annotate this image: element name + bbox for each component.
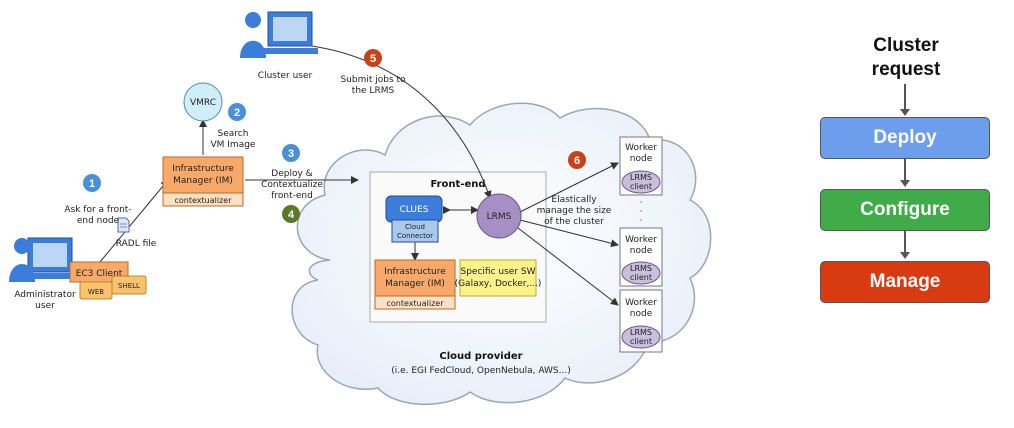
step-badge-5: 5	[364, 49, 382, 67]
cluster-user-computer-icon	[240, 11, 318, 58]
deploy-box: Deploy	[820, 117, 990, 159]
flow-arrow-2	[900, 159, 910, 187]
step-1-label-2: end node	[77, 216, 120, 226]
web-label: WEB	[88, 288, 104, 296]
worker-2-client-label-2: client	[630, 273, 652, 282]
shell-label: SHELL	[118, 282, 140, 290]
step-5-label-2: the LRMS	[352, 86, 395, 96]
im-box-top	[162, 156, 244, 194]
step-1-label-1: Ask for a front-	[64, 205, 131, 215]
worker-dots-1: ·	[640, 198, 643, 208]
admin-user-label-2: user	[35, 301, 55, 311]
arrow-user-to-lrms	[304, 44, 492, 199]
step-2-label-2: VM Image	[211, 140, 256, 150]
im-top-contextualizer-box	[162, 192, 244, 207]
worker-dots-3: ·	[640, 216, 643, 226]
clues-label: CLUES	[400, 205, 429, 215]
step-5-label-1: Submit jobs to	[340, 75, 406, 85]
flow-arrow-1	[900, 84, 910, 116]
specific-sw-box	[459, 259, 537, 297]
im-frontend-label-2: Manager (IM)	[385, 279, 445, 289]
worker-2-client-label-1: LRMS	[630, 264, 652, 273]
worker-dots-2: ·	[640, 207, 643, 217]
admin-user-label-1: Administrator	[14, 290, 76, 300]
im-box-frontend	[374, 259, 456, 297]
step-badge-3: 3	[282, 144, 300, 162]
worker-node-2: Worker node LRMS client	[619, 227, 663, 287]
svg-text:3: 3	[288, 148, 294, 160]
cloud-connector-box	[391, 219, 439, 243]
specific-sw-label-1: Specific user SW	[461, 267, 536, 277]
svg-text:4: 4	[288, 209, 295, 221]
step-badge-6: 6	[568, 151, 586, 169]
step-6-label-1: Elastically	[551, 195, 597, 205]
step-6-label-2: manage the size	[537, 206, 612, 216]
specific-sw-label-2: (Galaxy, Docker,...)	[455, 279, 542, 289]
im-top-label-1: Infrastructure	[172, 164, 234, 174]
cloud-provider-title: Cloud provider	[439, 351, 522, 362]
svg-text:5: 5	[370, 53, 376, 65]
cloud-provider-subtitle: (i.e. EGI FedCloud, OpenNebula, AWS...)	[391, 366, 571, 376]
worker-1-label-2: node	[630, 154, 653, 164]
worker-1-label-1: Worker	[625, 143, 657, 153]
svg-text:1: 1	[89, 178, 95, 190]
cluster-user-label: Cluster user	[258, 71, 313, 81]
ec3-client-label: EC3 Client	[76, 269, 123, 279]
worker-1-client-label-2: client	[630, 182, 652, 191]
worker-1-client-label-1: LRMS	[630, 173, 652, 182]
step-6-label-3: of the cluster	[544, 217, 604, 227]
im-frontend-contextualizer-label: contextualizer	[387, 299, 445, 308]
arrow-lrms-to-worker-1	[519, 162, 619, 213]
radl-file-label: RADL file	[116, 239, 157, 249]
worker-3-label-2: node	[630, 309, 653, 319]
cluster-request-title: Cluster request	[820, 34, 992, 82]
im-top-label-2: Manager (IM)	[173, 176, 233, 186]
manage-box: Manage	[820, 261, 990, 303]
vmrc-label: VMRC	[190, 98, 216, 108]
svg-text:6: 6	[574, 155, 580, 167]
arrow-lrms-to-worker-2	[519, 219, 619, 248]
worker-2-label-2: node	[630, 246, 653, 256]
step-3-label-1: Deploy &	[271, 169, 312, 179]
im-frontend-contextualizer-box	[374, 295, 456, 310]
admin-computer-icon	[9, 237, 78, 282]
svg-text:2: 2	[234, 107, 240, 119]
step-badge-2: 2	[228, 103, 246, 121]
worker-3-label-1: Worker	[625, 298, 657, 308]
cloud-connector-label-1: Cloud	[405, 223, 425, 231]
worker-3-client-label-1: LRMS	[630, 328, 652, 337]
flow-arrow-3	[900, 231, 910, 259]
radl-file-icon	[117, 217, 130, 233]
step-badge-1: 1	[83, 174, 101, 192]
cluster-request-title-line1: Cluster	[873, 35, 939, 56]
step-3-label-3: front-end	[271, 191, 313, 201]
im-frontend-label-1: Infrastructure	[384, 267, 446, 277]
step-2-label-1: Search	[218, 129, 249, 139]
worker-node-3: Worker node LRMS client	[619, 289, 663, 353]
shell-box	[111, 275, 147, 295]
cluster-request-title-line2: request	[871, 59, 941, 80]
arrow-ec3-to-im	[99, 179, 169, 263]
architecture-diagram: Front-end Cluster user Administrator use…	[9, 11, 712, 406]
cloud-connector-label-2: Connector	[397, 232, 433, 240]
front-end-label: Front-end	[430, 179, 485, 190]
lrms-node	[476, 193, 522, 239]
worker-2-label-1: Worker	[625, 235, 657, 245]
step-3-label-2: Contextualize	[261, 180, 323, 190]
im-top-contextualizer-label: contextualizer	[175, 196, 233, 205]
worker-3-client-label-2: client	[630, 337, 652, 346]
vmrc-node	[183, 82, 223, 122]
lrms-label: LRMS	[487, 212, 512, 222]
step-badge-4: 4	[282, 205, 300, 223]
worker-node-1: Worker node LRMS client	[619, 136, 663, 196]
configure-box: Configure	[820, 189, 990, 231]
arrow-lrms-to-worker-3	[517, 227, 619, 306]
